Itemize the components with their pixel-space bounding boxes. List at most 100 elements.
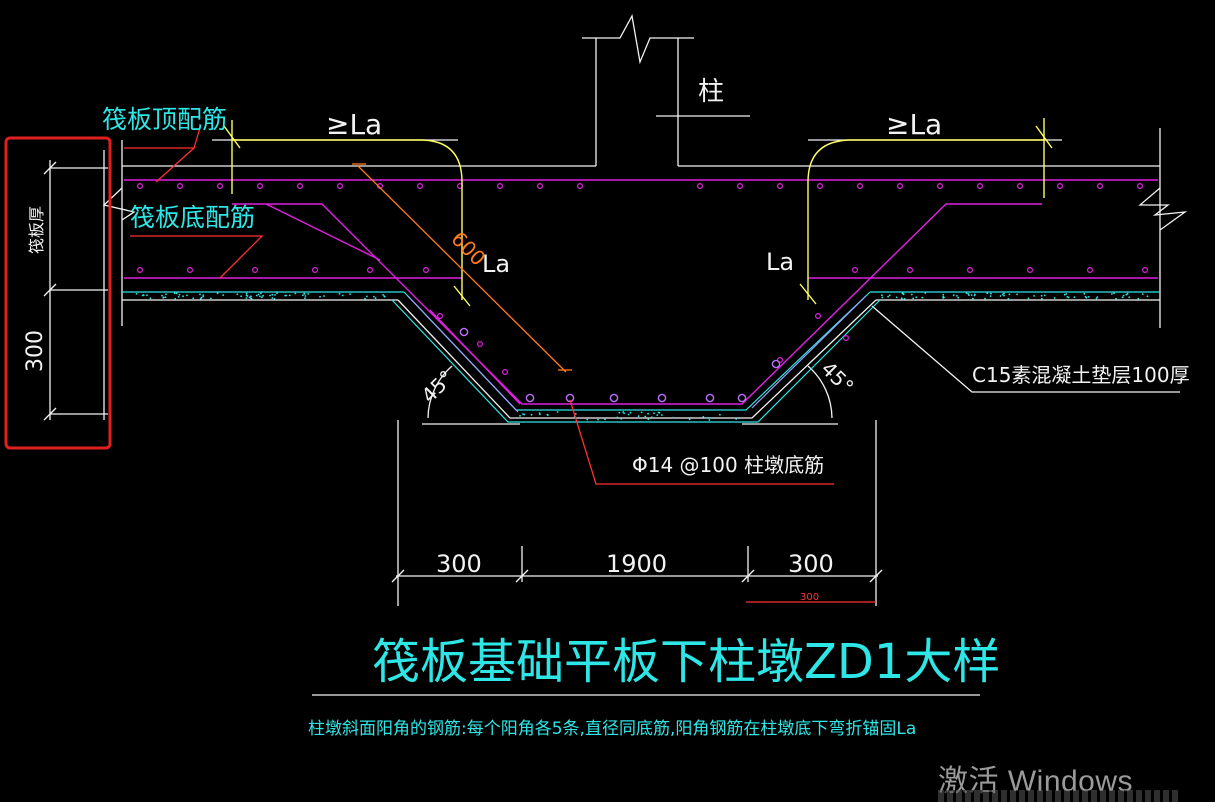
speckle xyxy=(192,297,195,300)
speckle xyxy=(271,297,274,299)
speckle xyxy=(178,293,181,296)
speckle xyxy=(135,293,138,295)
bottom-bar-section xyxy=(1026,267,1033,274)
speckle xyxy=(288,294,291,297)
label-top-rebar: 筏板顶配筋 xyxy=(102,105,227,134)
top-bar-section xyxy=(1056,183,1063,190)
speckle xyxy=(341,294,344,297)
speckle xyxy=(1113,292,1115,295)
speckle xyxy=(142,294,145,297)
speckle xyxy=(1043,294,1046,297)
concrete-outline xyxy=(43,14,1188,696)
speckle xyxy=(323,295,325,297)
speckle xyxy=(245,294,248,297)
dim-center-1900: 1900 xyxy=(606,550,667,578)
speckle xyxy=(1085,296,1088,299)
speckle xyxy=(260,292,262,295)
speckle xyxy=(1001,293,1004,296)
speckle xyxy=(647,412,649,415)
speckle xyxy=(970,294,973,296)
speckle xyxy=(1141,293,1144,295)
speckle xyxy=(967,293,970,295)
speckle xyxy=(273,298,276,300)
slope-bar-section xyxy=(842,335,849,342)
speckle xyxy=(1095,297,1098,300)
speckle xyxy=(901,297,903,300)
speckle xyxy=(912,297,914,300)
speckle xyxy=(653,412,655,414)
top-bar-section xyxy=(696,183,703,190)
bottom-bar-section xyxy=(137,267,144,274)
speckle xyxy=(319,295,321,298)
speckle xyxy=(644,415,647,418)
rebar-lines xyxy=(124,179,1158,405)
speckle xyxy=(623,412,625,415)
top-bar-section xyxy=(497,183,504,190)
label-slab-thickness: 筏板厚 xyxy=(27,206,46,254)
speckle xyxy=(719,413,721,416)
speckle xyxy=(245,297,248,299)
speckle xyxy=(1003,292,1005,295)
speckle xyxy=(986,292,989,295)
speckle xyxy=(942,295,945,298)
speckle xyxy=(1087,296,1090,298)
bottom-bar-section xyxy=(312,267,319,274)
label-la-right: La xyxy=(766,248,794,276)
top-bar-section xyxy=(816,183,823,190)
speckle xyxy=(146,294,148,296)
speckle xyxy=(1137,297,1140,300)
speckle xyxy=(984,297,986,300)
speckle xyxy=(199,297,202,300)
speckle xyxy=(956,295,958,297)
speckle xyxy=(261,296,263,299)
top-bar-section xyxy=(896,183,903,190)
top-bar-section xyxy=(137,183,144,190)
selection-highlight-box[interactable] xyxy=(4,136,112,450)
slope-bar-section xyxy=(814,313,821,320)
speckle xyxy=(657,411,660,414)
speckle xyxy=(366,295,368,298)
speckle xyxy=(374,297,377,300)
speckle xyxy=(942,293,945,296)
speckle xyxy=(1065,293,1068,295)
pier-bar-section xyxy=(771,359,781,369)
pier-bar-section xyxy=(705,393,715,403)
speckle xyxy=(1063,293,1066,296)
watermark-subline xyxy=(938,790,1178,802)
speckle xyxy=(1126,292,1129,295)
speckle xyxy=(1111,293,1113,295)
speckle xyxy=(881,294,883,297)
dim-right-300: 300 xyxy=(788,550,834,578)
speckle xyxy=(672,416,675,419)
speckle xyxy=(735,418,738,420)
speckle xyxy=(245,292,248,295)
speckle xyxy=(250,295,252,298)
speckle xyxy=(705,417,707,419)
speckle xyxy=(1033,295,1035,297)
pier-bar-section xyxy=(737,393,747,403)
speckle xyxy=(164,296,167,299)
speckle xyxy=(999,295,1002,297)
top-bar-section xyxy=(1096,183,1103,190)
speckle xyxy=(1146,295,1149,298)
anchorage-hooks xyxy=(223,118,1053,307)
speckle xyxy=(586,418,589,421)
speckle xyxy=(519,415,521,417)
speckle xyxy=(915,296,918,299)
speckle xyxy=(1008,293,1011,296)
speckle xyxy=(294,292,297,295)
speckle xyxy=(616,416,619,419)
cushion-layer xyxy=(122,291,1160,423)
speckle xyxy=(637,415,640,418)
speckle xyxy=(250,297,253,300)
bottom-bar-section xyxy=(906,267,913,274)
speckle xyxy=(175,292,178,295)
speckle xyxy=(887,295,889,298)
label-la-center: La xyxy=(482,250,510,278)
speckle xyxy=(530,413,533,416)
speckle xyxy=(881,296,884,299)
speckle xyxy=(177,296,180,298)
speckle xyxy=(162,296,165,299)
dimension-ticks xyxy=(391,569,883,583)
